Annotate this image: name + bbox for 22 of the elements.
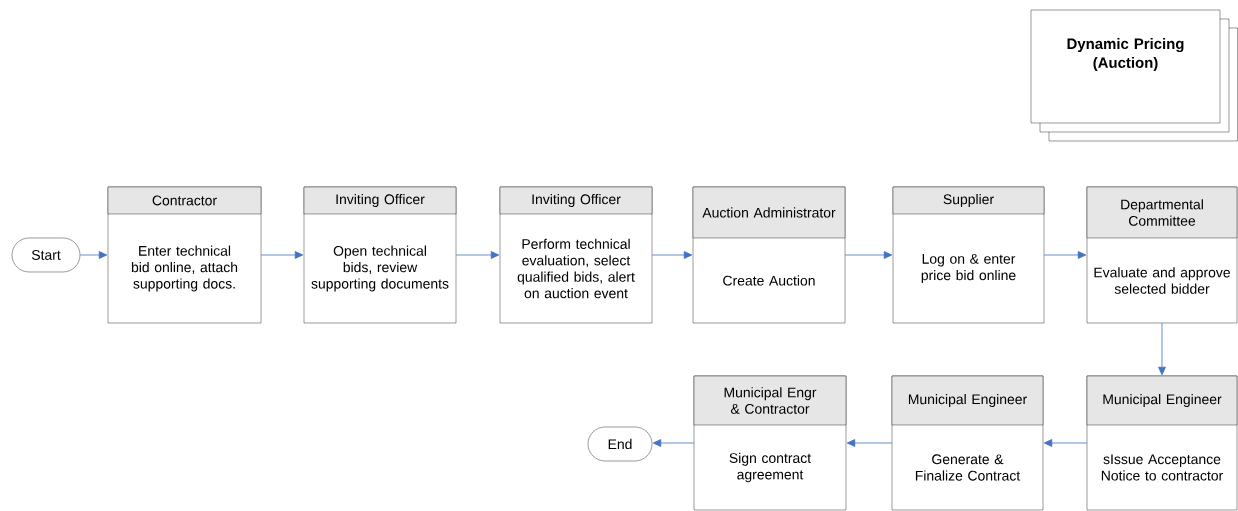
stacked-documents: Dynamic Pricing (Auction) <box>1030 9 1238 142</box>
arrow <box>1158 322 1166 376</box>
terminator: End <box>587 426 653 462</box>
process-box: Municipal Engineer sIssue Acceptance Notice to contractor <box>1086 375 1238 511</box>
terminator: Start <box>11 237 81 273</box>
process-box: Municipal Engineer Generate & Finalize Contract <box>891 375 1044 511</box>
process-box: Departmental Committee Evaluate and approve selected bidder <box>1086 186 1238 324</box>
process-box: Contractor Enter technical bid online, attach supporting docs. <box>107 186 262 324</box>
process-box: Supplier Log on & enter price bid online <box>892 186 1045 324</box>
arrow <box>1043 439 1088 447</box>
process-box: Auction Administrator Create Auction <box>692 186 846 324</box>
arrow <box>260 251 304 259</box>
process-box: Municipal Engr & Contractor Sign contract agreement <box>693 375 847 511</box>
process-box: Inviting Officer Open technical bids, review supporting documents <box>303 186 457 324</box>
arrow <box>79 251 108 259</box>
process-box: Inviting Officer Perform technical evaluation, select qualified bids, alert on auction event <box>499 186 653 324</box>
arrow <box>455 251 500 259</box>
arrow <box>844 251 893 259</box>
arrow <box>1043 251 1087 259</box>
arrow <box>846 439 893 447</box>
arrow <box>652 439 695 447</box>
arrow <box>651 251 693 259</box>
